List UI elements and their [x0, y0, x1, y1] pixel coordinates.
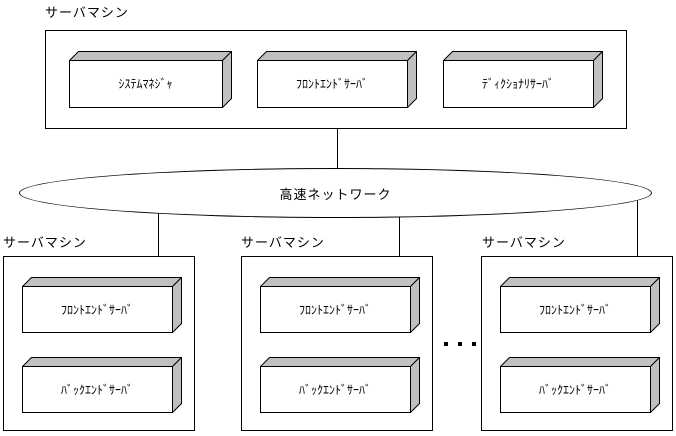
machine-3-front-end-server-box: ﾌﾛﾝﾄｴﾝﾄﾞｻｰﾊﾞ — [500, 277, 660, 333]
top-machine-box — [45, 30, 627, 129]
box3d-graphic — [22, 277, 182, 333]
box-right-face — [222, 51, 232, 108]
box-right-face — [593, 51, 603, 108]
front-end-server-label: ﾌﾛﾝﾄｴﾝﾄﾞｻｰﾊﾞ — [298, 302, 371, 317]
box-front-face — [257, 60, 408, 108]
machine-3-back-end-server-box: ﾊﾞｯｸｴﾝﾄﾞｻｰﾊﾞ — [500, 357, 660, 413]
front-end-server-box-top: ﾌﾛﾝﾄｴﾝﾄﾞｻｰﾊﾞ — [257, 51, 417, 108]
front-end-server-label: ﾌﾛﾝﾄｴﾝﾄﾞｻｰﾊﾞ — [295, 77, 368, 91]
machine-1-label: サーバマシン — [3, 235, 87, 250]
connector-network-to-machine-3 — [637, 193, 638, 256]
high-speed-network-ellipse: 高速ネットワーク — [19, 168, 652, 218]
machine-2-box — [241, 256, 433, 431]
box-right-face — [172, 357, 182, 413]
box3d-graphic — [69, 51, 232, 108]
machine-3-box — [481, 256, 673, 431]
box3d-graphic — [22, 357, 182, 413]
machine-2-back-end-server-box: ﾊﾞｯｸｴﾝﾄﾞｻｰﾊﾞ — [260, 357, 420, 413]
box-front-face — [260, 366, 411, 413]
connector-top-machine-to-network — [337, 129, 338, 193]
connector-network-to-machine-1 — [158, 193, 159, 256]
back-end-server-label: ﾊﾞｯｸｴﾝﾄﾞｻｰﾊﾞ — [298, 382, 371, 397]
box3d-graphic — [257, 51, 417, 108]
ellipsis-dot — [444, 342, 448, 346]
box-front-face — [22, 366, 173, 413]
dictionary-server-label: ﾃﾞｨｸｼｮﾅﾘｻｰﾊﾞ — [481, 77, 554, 91]
machine-3-label: サーバマシン — [482, 235, 566, 250]
connector-network-to-machine-2 — [399, 193, 400, 256]
ellipsis-dot — [458, 342, 462, 346]
box3d-graphic — [500, 357, 660, 413]
box-right-face — [650, 357, 660, 413]
front-end-server-label: ﾌﾛﾝﾄｴﾝﾄﾞｻｰﾊﾞ — [60, 302, 133, 317]
machine-1-box — [3, 256, 195, 431]
top-machine-label: サーバマシン — [45, 5, 129, 20]
box-right-face — [407, 51, 417, 108]
ellipsis-dot — [472, 342, 476, 346]
box3d-graphic — [500, 277, 660, 333]
box-front-face — [443, 60, 594, 108]
system-manager-label: ｼｽﾃﾑﾏﾈｼﾞｬ — [118, 77, 173, 91]
box-right-face — [172, 277, 182, 333]
box3d-graphic — [260, 357, 420, 413]
machine-1-back-end-server-box: ﾊﾞｯｸｴﾝﾄﾞｻｰﾊﾞ — [22, 357, 182, 413]
box-right-face — [410, 357, 420, 413]
box-front-face — [260, 286, 411, 333]
network-label: 高速ネットワーク — [279, 186, 392, 202]
dictionary-server-box: ﾃﾞｨｸｼｮﾅﾘｻｰﾊﾞ — [443, 51, 603, 108]
box-right-face — [650, 277, 660, 333]
back-end-server-label: ﾊﾞｯｸｴﾝﾄﾞｻｰﾊﾞ — [60, 382, 133, 397]
system-manager-box: ｼｽﾃﾑﾏﾈｼﾞｬ — [69, 51, 232, 108]
box-front-face — [500, 366, 651, 413]
box3d-graphic — [260, 277, 420, 333]
front-end-server-label: ﾌﾛﾝﾄｴﾝﾄﾞｻｰﾊﾞ — [538, 302, 611, 317]
box3d-graphic — [443, 51, 603, 108]
box-front-face — [500, 286, 651, 333]
machine-2-front-end-server-box: ﾌﾛﾝﾄｴﾝﾄﾞｻｰﾊﾞ — [260, 277, 420, 333]
machine-1-front-end-server-box: ﾌﾛﾝﾄｴﾝﾄﾞｻｰﾊﾞ — [22, 277, 182, 333]
box-right-face — [410, 277, 420, 333]
box-front-face — [69, 60, 223, 108]
box-front-face — [22, 286, 173, 333]
back-end-server-label: ﾊﾞｯｸｴﾝﾄﾞｻｰﾊﾞ — [538, 382, 611, 397]
machine-2-label: サーバマシン — [241, 235, 325, 250]
